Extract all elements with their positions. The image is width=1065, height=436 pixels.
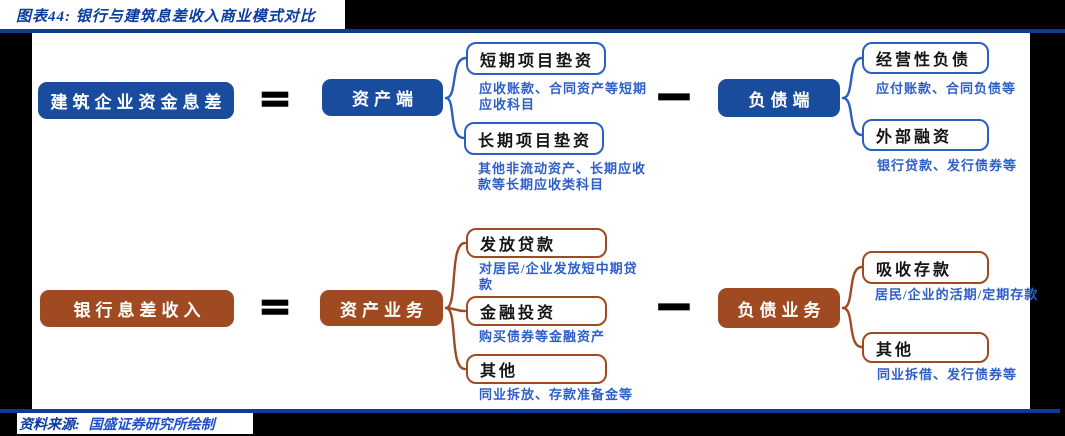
long-term-advance-box: 长期项目垫资 [464,122,604,155]
liability-business-box: 负债业务 [718,288,840,328]
construction-margin-box: 建筑企业资金息差 [38,82,234,119]
short-term-advance-box: 短期项目垫资 [466,42,606,75]
bottom-rule [0,409,1060,413]
asset-business-box: 资产业务 [320,290,443,326]
financial-investment-desc: 购买债券等金融资产 [479,329,606,344]
equals-sign-row1: = [257,75,292,123]
equals-sign-row2: = [257,283,292,331]
operating-liability-box: 经营性负债 [862,42,989,74]
liability-other-box: 其他 [862,332,989,363]
liability-other-desc: 同业拆借、发行债券等 [877,367,1018,382]
asset-other-desc: 同业拆放、存款准备金等 [479,387,634,402]
short-term-advance-desc: 应收账款、合同资产等短期应收科目 [479,81,648,112]
title-strip [0,0,345,29]
bank-margin-box: 银行息差收入 [40,290,234,327]
asset-other-box: 其他 [466,354,607,384]
source-label: 资料来源: [19,417,80,433]
operating-liability-desc: 应付账款、合同负债等 [876,81,1017,96]
minus-sign-row1: − [653,67,695,125]
source-row: 资料来源: 国盛证券研究所绘制 [17,413,253,434]
external-financing-desc: 银行贷款、发行债券等 [877,158,1018,173]
deposits-desc: 居民/企业的活期/定期存款 [875,287,1039,302]
deposits-box: 吸收存款 [862,251,989,284]
loans-desc: 对居民/企业发放短中期贷款 [479,261,638,292]
asset-side-box: 资产端 [322,79,443,116]
long-term-advance-desc: 其他非流动资产、长期应收款等长期应收类科目 [478,161,647,192]
figure-title: 图表44: 银行与建筑息差收入商业模式对比 [16,9,316,25]
loans-box: 发放贷款 [466,228,607,258]
financial-investment-box: 金融投资 [466,296,607,326]
top-rule [0,29,1065,33]
external-financing-box: 外部融资 [862,119,989,151]
source-text: 国盛证券研究所绘制 [88,417,215,433]
liability-side-box: 负债端 [718,79,840,117]
minus-sign-row2: − [653,277,695,335]
